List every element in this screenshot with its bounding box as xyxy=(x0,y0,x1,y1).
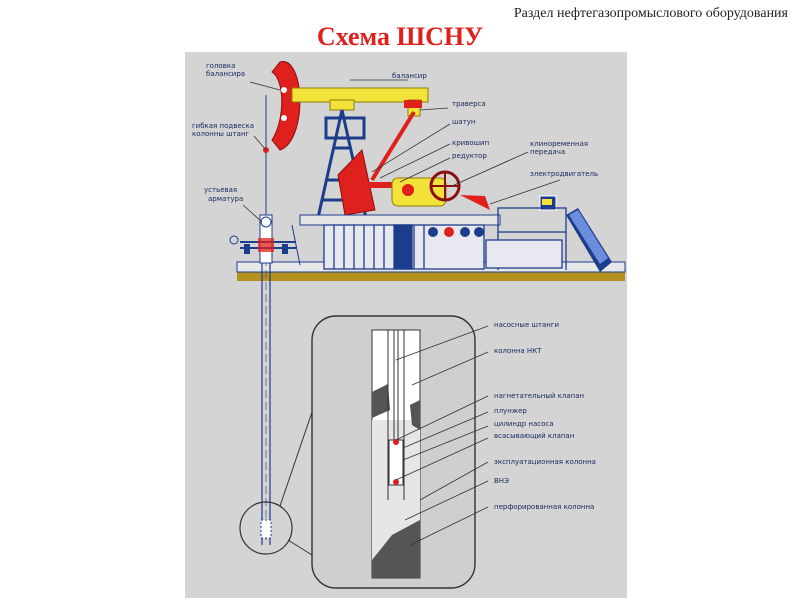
safety-signs xyxy=(428,227,484,237)
page-title: Схема ШСНУ xyxy=(316,22,484,51)
label-suction-valve: всасывающий клапан xyxy=(494,432,574,440)
label-crank: кривошип xyxy=(452,139,489,147)
label-tubing: колонна НКТ xyxy=(494,347,542,355)
pump-cross-section xyxy=(371,329,421,579)
wellhead-assembly xyxy=(229,214,301,266)
label-balancer: балансир xyxy=(392,72,427,80)
balancer-beam xyxy=(291,87,429,103)
label-sucker-rods: насосные штанги xyxy=(494,321,559,329)
label-discharge-valve: нагнетательный клапан xyxy=(494,392,584,400)
ground-surface xyxy=(237,272,625,281)
bottomhole-callout xyxy=(239,501,293,555)
connecting-rod xyxy=(370,110,416,182)
label-perforated-casing: перфорированная колонна xyxy=(494,503,594,511)
label-traverse: траверса xyxy=(452,100,486,108)
label-connecting-rod: шатун xyxy=(452,118,476,126)
label-motor: электродвигатель xyxy=(530,170,598,178)
section-note: Раздел нефтегазопромыслового оборудовани… xyxy=(513,6,788,21)
label-plunger: плунжер xyxy=(494,407,527,415)
label-gearbox: редуктор xyxy=(452,152,487,160)
balancer-head xyxy=(271,61,301,151)
label-pump-cylinder: цилиндр насоса xyxy=(494,420,554,428)
label-vne: ВНЭ xyxy=(494,477,509,485)
base-frame xyxy=(299,214,501,226)
label-production-casing: эксплуатационная колонна xyxy=(494,458,596,466)
inset-leaders xyxy=(395,325,489,546)
platform-railing xyxy=(323,224,485,270)
top-leaders xyxy=(242,79,561,223)
wellbore xyxy=(260,150,272,545)
motor-platform xyxy=(485,207,567,270)
